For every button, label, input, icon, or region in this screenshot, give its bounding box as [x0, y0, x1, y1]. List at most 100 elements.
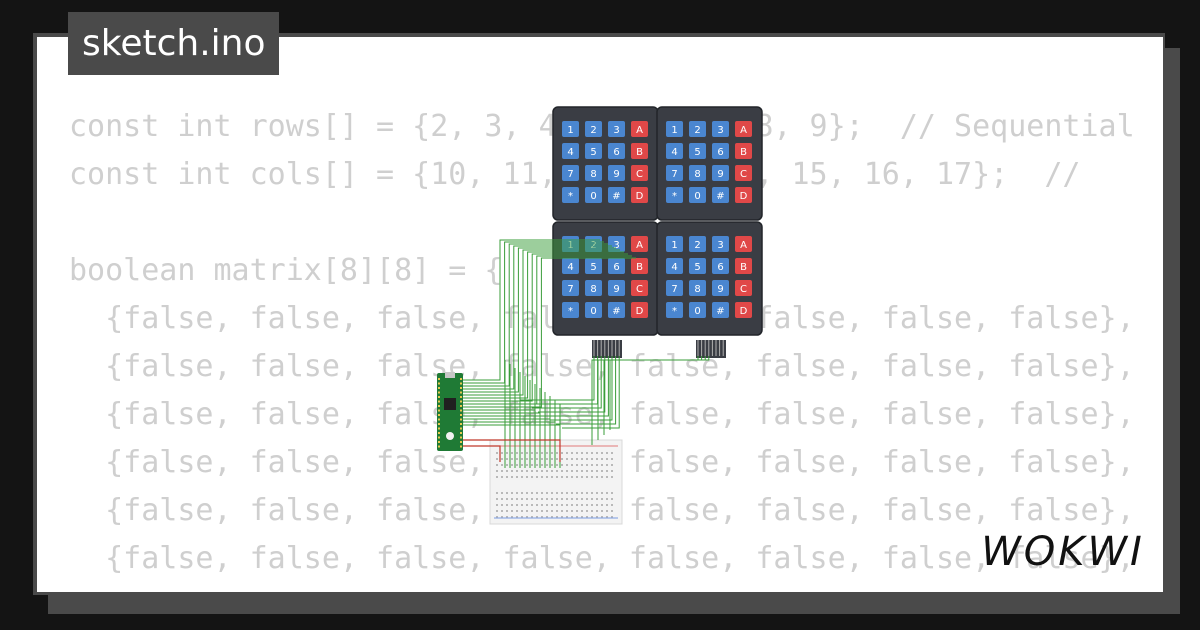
breadboard-hole: [511, 492, 513, 494]
breadboard-hole: [591, 504, 593, 506]
breadboard-hole: [501, 510, 503, 512]
breadboard-hole: [516, 492, 518, 494]
breadboard-hole: [606, 498, 608, 500]
keypad-key-label: 7: [671, 284, 677, 295]
breadboard-hole: [526, 464, 528, 466]
board-pin: [460, 436, 462, 439]
breadboard-hole: [556, 470, 558, 472]
breadboard-hole: [506, 458, 508, 460]
keypad-key: [712, 187, 729, 203]
keypad-key: [735, 187, 752, 203]
breadboard-hole: [536, 470, 538, 472]
breadboard-hole: [586, 458, 588, 460]
board-pin: [460, 414, 462, 416]
breadboard-hole: [506, 504, 508, 506]
board-pin: [438, 378, 440, 380]
keypad-key-label: C: [740, 169, 747, 180]
keypad-key: [666, 165, 683, 181]
breadboard-hole: [541, 516, 543, 518]
breadboard-hole: [511, 470, 513, 472]
keypad-key-label: 3: [613, 125, 619, 136]
breadboard-hole: [581, 510, 583, 512]
breadboard-hole: [546, 458, 548, 460]
board-pin: [460, 405, 462, 407]
board-pin: [460, 387, 462, 389]
breadboard-hole: [581, 464, 583, 466]
breadboard-hole: [576, 516, 578, 518]
breadboard-hole: [541, 504, 543, 506]
breadboard-hole: [596, 504, 598, 506]
breadboard-hole: [521, 464, 523, 466]
code-line: {false, false, false, false, false, fals…: [69, 349, 1133, 384]
breadboard-hole: [516, 476, 518, 478]
board-pin: [438, 409, 440, 412]
keypad-key-label: C: [636, 284, 643, 295]
keypad-key-label: 3: [613, 240, 619, 251]
breadboard-hole: [506, 464, 508, 466]
breadboard-hole: [581, 498, 583, 500]
keypad-key-label: A: [636, 125, 643, 136]
keypad-key: [562, 143, 579, 159]
breadboard-hole: [511, 476, 513, 478]
breadboard-hole: [516, 452, 518, 454]
keypad-key-label: 5: [590, 147, 596, 158]
keypad-key: [631, 258, 648, 274]
breadboard-hole: [541, 452, 543, 454]
keypad-connector: [592, 340, 622, 358]
keypad-key: [689, 258, 706, 274]
breadboard-hole: [551, 464, 553, 466]
wire: [597, 356, 706, 440]
breadboard-hole: [511, 510, 513, 512]
breadboard-hole: [561, 458, 563, 460]
breadboard-hole: [526, 516, 528, 518]
keypad-key: [666, 143, 683, 159]
breadboard-hole: [591, 470, 593, 472]
keypad-key-label: 2: [694, 125, 700, 136]
keypad-key: [631, 236, 648, 252]
breadboard-hole: [611, 464, 613, 466]
breadboard-hole: [531, 458, 533, 460]
breadboard-hole: [526, 492, 528, 494]
keypad-key: [631, 121, 648, 137]
breadboard-hole: [576, 470, 578, 472]
breadboard-hole: [541, 492, 543, 494]
breadboard-hole: [496, 492, 498, 494]
keypad-key: [666, 280, 683, 296]
breadboard-hole: [601, 498, 603, 500]
board-pin: [460, 400, 462, 403]
breadboard-hole: [581, 492, 583, 494]
breadboard-hole: [606, 464, 608, 466]
breadboard-hole: [516, 510, 518, 512]
breadboard-hole: [556, 492, 558, 494]
keypad-key: [608, 187, 625, 203]
breadboard-hole: [526, 452, 528, 454]
keypad-key-label: 9: [613, 284, 619, 295]
keypad-key-label: 1: [671, 125, 677, 136]
breadboard-hole: [576, 452, 578, 454]
breadboard-hole: [561, 516, 563, 518]
breadboard-hole: [526, 458, 528, 460]
breadboard-hole: [501, 476, 503, 478]
keypad-key-label: 5: [694, 147, 700, 158]
breadboard-hole: [541, 510, 543, 512]
breadboard-hole: [611, 492, 613, 494]
breadboard-hole: [496, 498, 498, 500]
breadboard-hole: [581, 470, 583, 472]
keypad-key-label: A: [636, 240, 643, 251]
keypad-key-label: B: [740, 262, 747, 273]
breadboard-hole: [551, 498, 553, 500]
keypad-key: [735, 302, 752, 318]
keypad-key-label: 0: [590, 306, 596, 317]
breadboard-hole: [551, 452, 553, 454]
breadboard-hole: [606, 510, 608, 512]
breadboard-hole: [526, 470, 528, 472]
raspberry-pi-pico-icon: [437, 373, 463, 451]
breadboard-hole: [526, 510, 528, 512]
breadboard-hole: [536, 510, 538, 512]
board-pin: [438, 423, 440, 425]
code-line: {false, false, false, false, false, fals…: [69, 541, 1133, 576]
breadboard-hole: [571, 452, 573, 454]
code-line: {false, false, false, false, false, fals…: [69, 583, 1133, 592]
keypad-key-label: 4: [567, 147, 573, 158]
